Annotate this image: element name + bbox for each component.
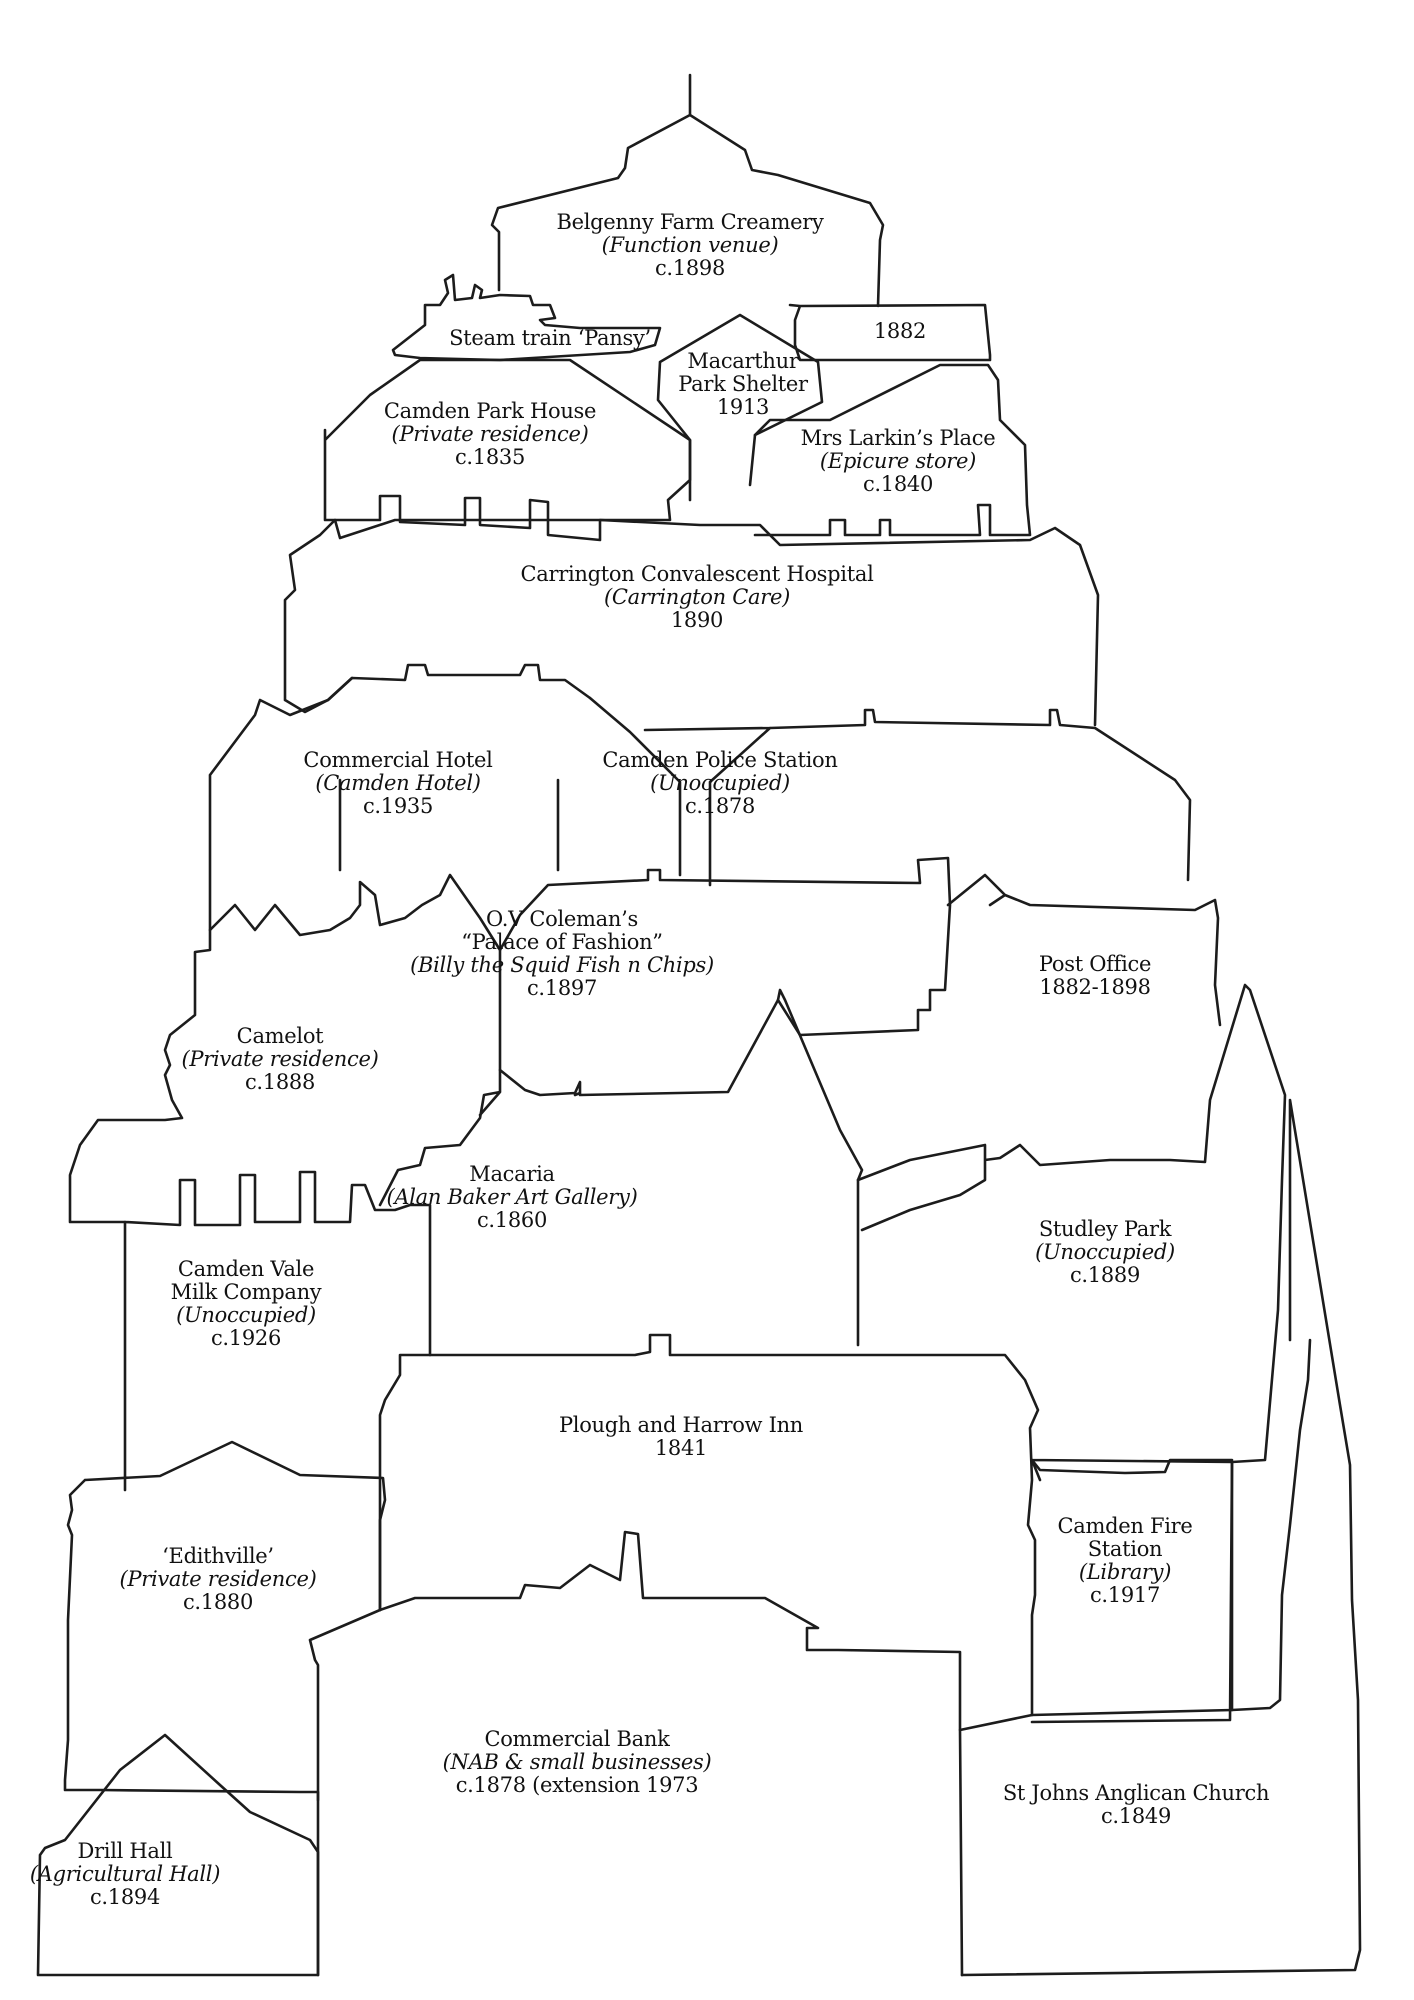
building-name: Camden Fire xyxy=(1057,1514,1193,1538)
building-name-2: Station xyxy=(1087,1537,1163,1561)
building-name: ‘Edithville’ xyxy=(162,1544,274,1568)
building-use: (Alan Baker Art Gallery) xyxy=(386,1185,638,1209)
building-date: c.1888 xyxy=(244,1070,316,1094)
building-use: (Library) xyxy=(1078,1560,1172,1584)
label-macarthur-shelter: Macarthur Park Shelter 1913 xyxy=(678,350,808,419)
label-st-johns: St Johns Anglican Church c.1849 xyxy=(1002,1781,1270,1828)
label-police-station: Camden Police Station (Unoccupied) c.187… xyxy=(602,749,837,818)
outline-belgenny xyxy=(490,73,885,308)
building-date: c.1878 (extension 1973 xyxy=(455,1773,699,1797)
building-name-2: Park Shelter xyxy=(678,372,808,396)
label-camelot: Camelot (Private residence) c.1888 xyxy=(181,1025,378,1094)
building-name: Camden Police Station xyxy=(602,748,838,772)
building-name: Steam train ‘Pansy’ xyxy=(449,326,651,350)
outline-camelot xyxy=(68,873,502,1224)
outline-1882 xyxy=(788,303,992,362)
building-name: Camelot xyxy=(236,1024,324,1048)
outline-steam-train xyxy=(391,273,662,362)
building-date: 1841 xyxy=(654,1436,708,1460)
label-commercial-hotel: Commercial Hotel (Camden Hotel) c.1935 xyxy=(303,749,492,818)
outline-mrs-larkin xyxy=(753,363,1032,537)
outline-plough-harrow xyxy=(378,1333,1234,1717)
building-name: Carrington Convalescent Hospital xyxy=(520,562,874,586)
building-name: Macaria xyxy=(469,1162,555,1186)
building-use: (NAB & small businesses) xyxy=(442,1750,712,1774)
label-camden-park-house: Camden Park House (Private residence) c.… xyxy=(383,399,597,469)
building-date: 1890 xyxy=(670,608,724,632)
label-camden-vale: Camden Vale Milk Company (Unoccupied) c.… xyxy=(171,1258,322,1350)
building-name: Post Office xyxy=(1038,952,1152,976)
outline-police-station xyxy=(643,708,1192,887)
label-belgenny: Belgenny Farm Creamery (Function venue) … xyxy=(556,211,823,280)
building-name: Camden Park House xyxy=(383,399,597,423)
label-commercial-bank: Commercial Bank (NAB & small businesses)… xyxy=(443,1728,712,1797)
building-name-2: “Palace of Fashion” xyxy=(461,930,663,954)
outline-studley-park xyxy=(776,983,1287,1464)
outline-st-johns xyxy=(958,1098,1362,1977)
outline-drill-hall xyxy=(36,1733,320,1977)
building-date: c.1889 xyxy=(1069,1263,1141,1287)
outline-ov-coleman xyxy=(498,856,952,1072)
building-date: c.1894 xyxy=(89,1885,161,1909)
building-use: (Epicure store) xyxy=(819,449,977,473)
building-use: (Unoccupied) xyxy=(650,771,790,795)
building-use: (Camden Hotel) xyxy=(315,771,481,795)
label-studley-park: Studley Park (Unoccupied) c.1889 xyxy=(1035,1218,1175,1287)
building-name: Drill Hall xyxy=(77,1839,173,1863)
building-date: c.1897 xyxy=(526,976,598,1000)
label-drill-hall: Drill Hall (Agricultural Hall) c.1894 xyxy=(29,1839,221,1909)
building-date: c.1860 xyxy=(476,1208,548,1232)
building-date: c.1878 xyxy=(684,794,756,818)
label-1882: 1882 xyxy=(873,319,927,343)
outline-camden-park-house xyxy=(323,358,692,542)
outline-macaria xyxy=(378,988,864,1347)
building-date: c.1917 xyxy=(1089,1583,1161,1607)
building-use: (Unoccupied) xyxy=(1035,1240,1175,1264)
building-date: 1882-1898 xyxy=(1039,975,1151,999)
building-use: (Agricultural Hall) xyxy=(29,1862,221,1886)
label-steam-train: Steam train ‘Pansy’ xyxy=(449,327,651,350)
outline-fire-station xyxy=(1030,1458,1234,1724)
building-name: Camden Vale xyxy=(177,1257,315,1281)
building-name: Commercial Hotel xyxy=(303,748,493,772)
outline-edithville xyxy=(63,1440,387,1802)
label-ov-coleman: O.V Coleman’s “Palace of Fashion” (Billy… xyxy=(410,908,714,1000)
building-date: c.1898 xyxy=(654,256,726,280)
building-use: (Unoccupied) xyxy=(176,1303,316,1327)
building-use: (Private residence) xyxy=(391,422,589,446)
label-plough-harrow: Plough and Harrow Inn 1841 xyxy=(559,1414,803,1460)
building-use: (Private residence) xyxy=(119,1567,317,1591)
label-edithville: ‘Edithville’ (Private residence) c.1880 xyxy=(119,1545,316,1614)
building-date: c.1840 xyxy=(862,472,934,496)
building-date: c.1935 xyxy=(362,794,434,818)
outline-post-office xyxy=(946,873,1222,1027)
building-use: (Billy the Squid Fish n Chips) xyxy=(410,953,714,977)
building-name: Macarthur xyxy=(687,349,799,373)
outline-camden-vale xyxy=(123,1170,432,1492)
building-use: (Function venue) xyxy=(601,233,779,257)
building-date: 1913 xyxy=(716,395,770,419)
label-post-office: Post Office 1882-1898 xyxy=(1039,953,1151,999)
label-carrington: Carrington Convalescent Hospital (Carrin… xyxy=(521,563,874,632)
label-fire-station: Camden Fire Station (Library) c.1917 xyxy=(1057,1515,1192,1607)
building-name: Studley Park xyxy=(1038,1217,1172,1241)
label-mrs-larkin: Mrs Larkin’s Place (Epicure store) c.184… xyxy=(801,427,996,496)
building-name: 1882 xyxy=(873,319,927,343)
building-name: Commercial Bank xyxy=(484,1727,670,1751)
building-use: (Private residence) xyxy=(181,1047,379,1071)
building-date: c.1849 xyxy=(1100,1804,1172,1828)
building-name: Plough and Harrow Inn xyxy=(558,1413,804,1437)
building-name: O.V Coleman’s xyxy=(486,907,638,931)
building-name-2: Milk Company xyxy=(170,1280,322,1304)
building-date: c.1880 xyxy=(182,1590,254,1614)
building-use: (Carrington Care) xyxy=(604,585,790,609)
building-date: c.1835 xyxy=(454,445,526,469)
building-name: Belgenny Farm Creamery xyxy=(556,210,824,234)
label-macaria: Macaria (Alan Baker Art Gallery) c.1860 xyxy=(387,1163,638,1232)
building-name: Mrs Larkin’s Place xyxy=(800,426,996,450)
outline-commercial-hotel xyxy=(208,676,682,932)
building-date: c.1926 xyxy=(210,1326,282,1350)
building-name: St Johns Anglican Church xyxy=(1002,1781,1270,1805)
